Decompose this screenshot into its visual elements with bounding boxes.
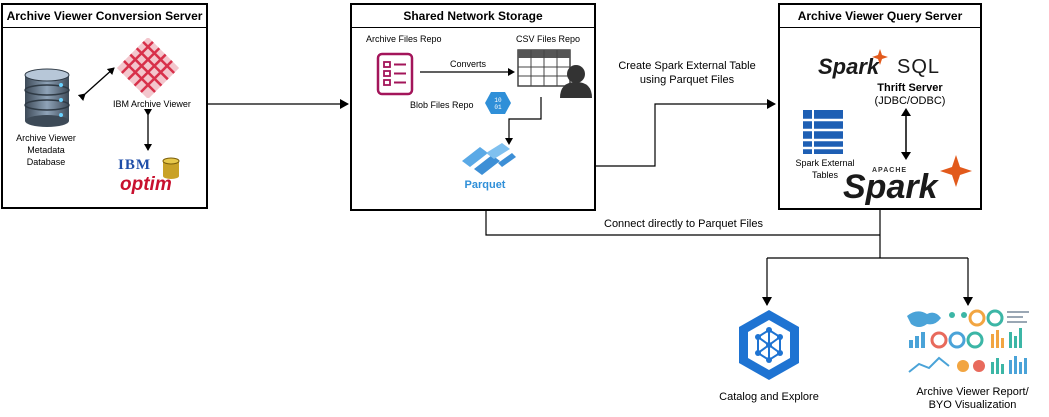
svg-text:01: 01 xyxy=(494,104,502,111)
database-icon xyxy=(24,68,70,127)
catalog-label: Catalog and Explore xyxy=(719,391,819,403)
blob-files-icon: 10 01 xyxy=(485,92,511,114)
archive-files-label: Archive Files Repo xyxy=(366,34,442,44)
optim-logo-text: optim xyxy=(120,174,172,195)
query-server-title: Archive Viewer Query Server xyxy=(780,5,980,28)
metadata-db-label-3: Database xyxy=(26,157,66,167)
visualization-dashboard-icon xyxy=(907,309,1029,374)
external-tables-label-1: Spark External xyxy=(795,158,855,168)
create-table-label-1: Create Spark External Table xyxy=(618,60,756,72)
ibm-viewer-label: IBM Archive Viewer xyxy=(113,99,191,109)
external-tables-label-2: Tables xyxy=(811,170,838,180)
catalog-explore-icon xyxy=(739,310,799,380)
spark-logo-text: Spark xyxy=(818,54,880,79)
archive-viewer-icon xyxy=(116,38,180,98)
metadata-db-label-2: Metadata xyxy=(27,145,65,155)
svg-text:10: 10 xyxy=(494,97,502,104)
report-label-1: Archive Viewer Report/ xyxy=(916,386,1029,398)
csv-to-parquet-arrow xyxy=(505,97,542,145)
blob-files-label: Blob Files Repo xyxy=(410,100,474,110)
parquet-label: Parquet xyxy=(464,179,506,191)
conversion-server-title: Archive Viewer Conversion Server xyxy=(3,5,206,28)
thrift-server-sub: (JDBC/ODBC) xyxy=(874,95,946,107)
sql-text: SQL xyxy=(897,56,941,78)
spark-big-star-icon xyxy=(940,155,972,187)
spark-big-text: Spark xyxy=(843,168,938,206)
conversion-internal-arrows xyxy=(77,67,152,151)
converts-arrow xyxy=(420,68,515,76)
create-table-label-2: using Parquet Files xyxy=(639,74,735,86)
shared-storage-box: Shared Network Storage xyxy=(350,3,596,211)
external-tables-icon xyxy=(803,110,843,154)
csv-files-label: CSV Files Repo xyxy=(516,34,581,44)
archive-files-icon xyxy=(376,52,414,96)
metadata-db-label-1: Archive Viewer xyxy=(16,133,76,143)
ibm-optim-logo: IBM optim xyxy=(116,157,188,203)
query-server-box: Archive Viewer Query Server xyxy=(778,3,982,210)
report-label-2: BYO Visualization xyxy=(928,399,1017,411)
shared-storage-title: Shared Network Storage xyxy=(352,5,594,28)
parquet-icon xyxy=(462,143,516,175)
apache-text: APACHE xyxy=(872,167,908,174)
thrift-server-label: Thrift Server xyxy=(877,82,943,94)
direct-parquet-label: Connect directly to Parquet Files xyxy=(604,218,763,230)
optim-db-icon xyxy=(162,157,180,179)
spark-star-icon xyxy=(872,49,888,65)
csv-files-icon xyxy=(517,49,592,98)
thrift-to-spark-arrow xyxy=(901,108,911,160)
ibm-logo-text: IBM xyxy=(118,157,151,173)
converts-label: Converts xyxy=(450,59,487,69)
